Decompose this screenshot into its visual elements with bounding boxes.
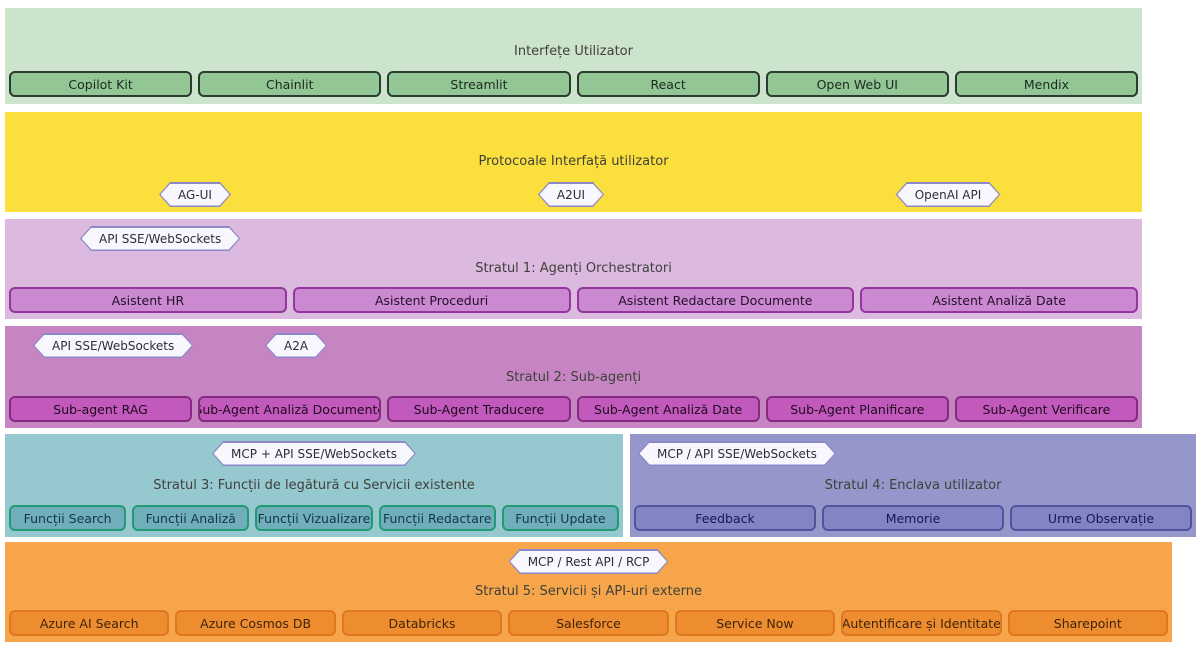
node-box: Urme Observație [1010,505,1192,531]
layer-title: Stratul 5: Servicii și API-uri externe [475,584,702,599]
protocol-badge-hexagon: MCP / Rest API / RCP [509,549,669,574]
badge-label: A2UI [556,187,586,202]
layer-band-stratul-3: MCP + API SSE/WebSockets Stratul 3: Func… [5,434,623,537]
box-row: Azure AI Search Azure Cosmos DB Databric… [9,610,1168,636]
box-row: Asistent HR Asistent Proceduri Asistent … [9,287,1138,313]
node-box: Azure AI Search [9,610,170,636]
layer-band-stratul-4: MCP / API SSE/WebSockets Stratul 4: Encl… [630,434,1196,537]
node-box: Funcții Redactare [378,505,496,531]
layer-band-interfete-utilizator: Interfețe Utilizator Copilot Kit Chainli… [5,8,1142,104]
node-box: Asistent Proceduri [292,287,571,313]
node-box: Feedback [634,505,816,531]
node-box: Funcții Vizualizare [255,505,373,531]
protocol-badge-hexagon: A2A [265,333,327,358]
layer-title: Interfețe Utilizator [514,44,633,59]
node-box: Sub-Agent Verificare [954,396,1139,422]
node-box: Open Web UI [765,71,949,97]
node-box: Asistent Analiză Date [860,287,1138,313]
node-box: React [576,71,760,97]
node-box: Funcții Update [501,505,620,531]
badge-label: API SSE/WebSockets [52,338,175,353]
protocol-badge-hexagon: A2UI [538,182,604,207]
node-box: Mendix [954,71,1139,97]
badge-label: MCP / Rest API / RCP [527,554,650,569]
badge-label: API SSE/WebSockets [99,231,222,246]
layer-title: Stratul 4: Enclava utilizator [824,478,1002,493]
node-box: Azure Cosmos DB [175,610,336,636]
node-box: Sub-agent RAG [9,396,193,422]
node-box: Asistent Redactare Documente [576,287,855,313]
protocol-badge-hexagon: MCP + API SSE/WebSockets [212,441,416,466]
node-box: Chainlit [198,71,382,97]
layer-band-stratul-5: MCP / Rest API / RCP Stratul 5: Servicii… [5,542,1172,642]
box-row: Feedback Memorie Urme Observație [634,505,1192,531]
layer-title: Protocoale Interfață utilizator [478,154,669,169]
badge-label: A2A [284,338,309,353]
layer-title: Stratul 2: Sub-agenți [505,370,642,385]
node-box: Sub-Agent Traducere [387,396,571,422]
box-row: Sub-agent RAG Sub-Agent Analiză Document… [9,396,1139,422]
layer-title: Stratul 1: Agenți Orchestratori [475,261,672,276]
badge-label: OpenAI API [914,187,982,202]
node-box: Funcții Search [9,505,127,531]
node-box: Streamlit [387,71,571,97]
layer-band-stratul-1: API SSE/WebSockets Stratul 1: Agenți Orc… [5,219,1142,319]
node-box: Copilot Kit [9,71,193,97]
protocol-badge-hexagon: MCP / API SSE/WebSockets [638,441,836,466]
box-row: Copilot Kit Chainlit Streamlit React Ope… [9,71,1139,97]
protocol-badge-hexagon: AG-UI [159,182,231,207]
node-box: Funcții Analiză [132,505,250,531]
badge-label: MCP + API SSE/WebSockets [231,446,397,461]
badge-label: MCP / API SSE/WebSockets [657,446,817,461]
node-box: Sub-Agent Analiză Date [576,396,760,422]
node-box: Databricks [341,610,503,636]
protocol-badge-hexagon: API SSE/WebSockets [80,226,240,251]
node-box: Salesforce [508,610,669,636]
node-box: Asistent HR [9,287,287,313]
layer-band-stratul-2: API SSE/WebSockets A2A Stratul 2: Sub-ag… [5,326,1142,428]
protocol-badge-hexagon: API SSE/WebSockets [33,333,193,358]
box-row: Funcții Search Funcții Analiză Funcții V… [9,505,620,531]
layer-band-protocoale-ui: Protocoale Interfață utilizator AG-UI A2… [5,112,1142,212]
node-box: Sharepoint [1007,610,1168,636]
layer-title: Stratul 3: Funcții de legătură cu Servic… [153,478,475,493]
protocol-badge-hexagon: OpenAI API [896,182,1001,207]
node-box: Sub-Agent Planificare [765,396,949,422]
badge-label: AG-UI [178,187,212,202]
node-box: Autentificare și Identitate [841,610,1002,636]
node-box: Memorie [822,505,1004,531]
node-box: Service Now [674,610,836,636]
node-box: Sub-Agent Analiză Documente [198,396,382,422]
